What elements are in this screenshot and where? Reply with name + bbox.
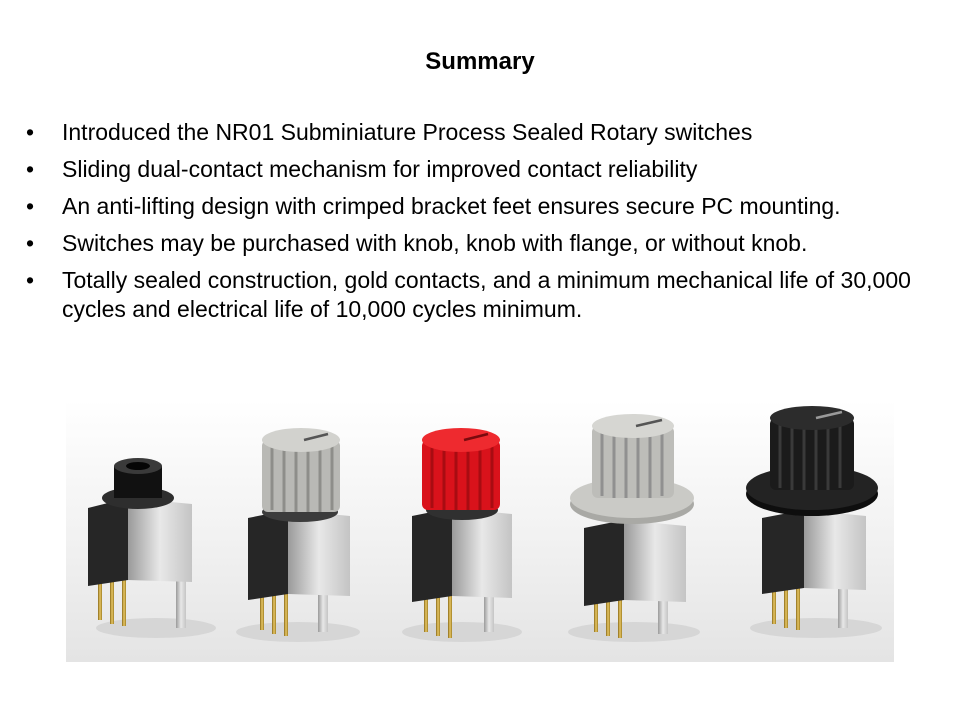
bullet-icon: • [26,267,35,293]
bullet-icon: • [26,193,35,219]
switch-no-knob [88,458,216,638]
bullet-text: An anti-lifting design with crimped brac… [62,193,841,219]
bullet-item: • An anti-lifting design with crimped bra… [26,192,946,221]
bullet-text: Introduced the NR01 Subminiature Process… [62,119,753,145]
bullet-icon: • [26,156,35,182]
bullet-icon: • [26,230,35,256]
switch-red-knob [402,428,522,642]
bullet-text: Sliding dual-contact mechanism for impro… [62,156,698,182]
bullet-text: Switches may be purchased with knob, kno… [62,230,808,256]
slide-title: Summary [425,48,535,75]
product-photo [66,400,894,662]
bullet-item: • Switches may be purchased with knob, kn… [26,229,946,258]
switch-gray-knob-flange [568,414,700,642]
bullet-text: Totally sealed construction, gold contac… [62,267,911,322]
switch-gray-knob [236,428,360,642]
bullet-item: • Totally sealed construction, gold conta… [26,266,946,324]
bullet-item: • Sliding dual-contact mechanism for impr… [26,155,946,184]
bullet-icon: • [26,119,35,145]
bullet-list: • Introduced the NR01 Subminiature Proces… [26,118,946,332]
switch-black-knob-flange [746,406,882,638]
bullet-item: • Introduced the NR01 Subminiature Proces… [26,118,946,147]
